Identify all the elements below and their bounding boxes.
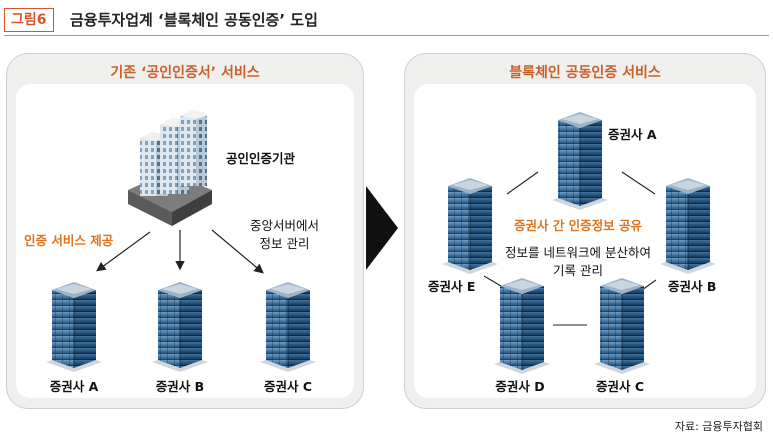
central-server-label: 중앙서버에서 정보 관리 <box>250 218 320 251</box>
right-broker-d-building-icon <box>494 278 550 374</box>
service-arrows <box>96 229 264 274</box>
right-broker-c-label: 증권사 C <box>595 379 645 394</box>
left-broker-a-label: 증권사 A <box>49 379 99 394</box>
right-broker-a-label: 증권사 A <box>608 127 657 142</box>
legacy-panel-title: 기존 ‘공인인증서’ 서비스 <box>110 65 260 81</box>
distributed-ledger-label: 정보를 네트워크에 분산하여 기록 관리 <box>505 245 651 278</box>
service-provision-label: 인증 서비스 제공 <box>24 233 114 248</box>
source-note: 자료: 금융투자협회 <box>674 420 763 433</box>
left-broker-a-building-icon <box>46 282 102 372</box>
authority-building-icon <box>128 110 212 226</box>
left-broker-b-building-icon <box>152 282 208 372</box>
right-broker-e-label: 증권사 E <box>428 279 476 294</box>
blockchain-panel-title: 블록체인 공동인증 서비스 <box>509 65 661 81</box>
left-broker-c-building-icon <box>260 282 316 372</box>
right-broker-e-building-icon <box>442 178 498 274</box>
right-broker-b-building-icon <box>660 178 716 274</box>
authority-label: 공인인증기관 <box>226 151 296 166</box>
figure-title: 금융투자업계 ‘블록체인 공동인증’ 도입 <box>70 11 318 29</box>
left-broker-c-label: 증권사 C <box>263 379 313 394</box>
figure-tag: 그림6 <box>4 8 54 32</box>
share-auth-info-label: 증권사 간 인증정보 공유 <box>513 218 643 233</box>
title-divider <box>4 35 769 36</box>
transition-arrow-icon <box>366 186 398 270</box>
left-broker-b-label: 증권사 B <box>155 379 205 394</box>
right-broker-b-label: 증권사 B <box>668 279 717 294</box>
right-broker-d-label: 증권사 D <box>495 379 545 394</box>
right-broker-a-building-icon <box>552 112 608 210</box>
right-broker-c-building-icon <box>594 278 650 374</box>
network-links <box>483 171 657 326</box>
